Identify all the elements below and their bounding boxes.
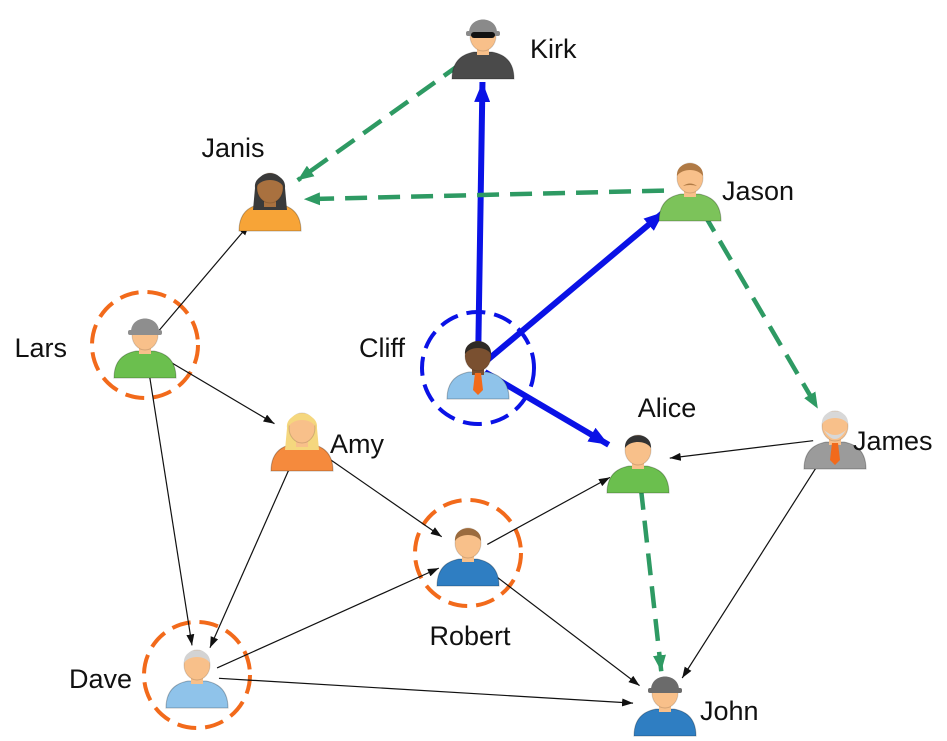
edge-jason-to-james <box>701 211 820 410</box>
edge-cliff-to-kirk <box>474 81 491 361</box>
edge-lars-to-dave <box>147 368 195 646</box>
node-kirk: Kirk <box>451 19 577 80</box>
spy-avatar-icon <box>451 19 515 80</box>
edge-kirk-to-janis <box>296 61 464 183</box>
edge-alice-to-john <box>638 487 666 672</box>
node-alice: Alice <box>606 393 697 494</box>
highlight-ring-robert <box>413 498 523 608</box>
node-label-janis: Janis <box>201 133 264 163</box>
node-dave: Dave <box>69 649 229 709</box>
man-cap-hoodie-avatar-icon <box>633 676 697 737</box>
edge-robert-to-john <box>485 567 640 687</box>
man-mustache-avatar-icon <box>658 162 722 222</box>
node-label-jason: Jason <box>722 176 794 206</box>
node-label-robert: Robert <box>429 621 511 651</box>
edge-james-to-alice <box>669 440 814 461</box>
node-janis: Janis <box>201 133 302 232</box>
edge-robert-to-alice <box>487 476 611 545</box>
node-john: John <box>633 676 759 737</box>
node-label-kirk: Kirk <box>530 34 577 64</box>
node-cliff: Cliff <box>359 333 510 400</box>
node-label-dave: Dave <box>69 664 132 694</box>
edge-dave-to-john <box>218 677 634 707</box>
node-label-james: James <box>853 426 933 456</box>
man-tie-avatar-icon <box>446 340 510 400</box>
node-lars: Lars <box>14 318 177 379</box>
woman-blonde-avatar-icon <box>270 412 334 472</box>
node-label-alice: Alice <box>638 393 697 423</box>
edge-amy-to-dave <box>209 459 294 648</box>
old-man-beard-avatar-icon <box>803 410 867 470</box>
old-man-avatar-icon <box>165 649 229 709</box>
edges <box>147 61 824 707</box>
node-amy: Amy <box>270 412 385 472</box>
edge-cliff-to-jason <box>482 209 666 366</box>
edge-james-to-john <box>681 456 824 679</box>
node-label-amy: Amy <box>330 429 385 459</box>
node-label-cliff: Cliff <box>359 333 406 363</box>
woman-long-hair-avatar-icon <box>238 172 302 232</box>
edge-dave-to-robert <box>216 567 440 669</box>
edge-lars-to-janis <box>158 223 250 331</box>
edge-lars-to-amy <box>163 357 275 425</box>
node-robert: Robert <box>429 527 511 651</box>
edge-amy-to-robert <box>319 452 443 538</box>
highlight-ring-lars <box>90 290 200 400</box>
woman-dark-hair-avatar-icon <box>606 434 670 494</box>
highlight-ring-dave <box>142 620 252 730</box>
man-hoodie-avatar-icon <box>436 527 500 587</box>
node-label-john: John <box>700 696 759 726</box>
man-cap-avatar-icon <box>113 318 177 379</box>
node-jason: Jason <box>658 162 794 222</box>
node-label-lars: Lars <box>14 333 67 363</box>
edge-jason-to-janis <box>303 188 665 206</box>
node-james: James <box>803 410 933 470</box>
